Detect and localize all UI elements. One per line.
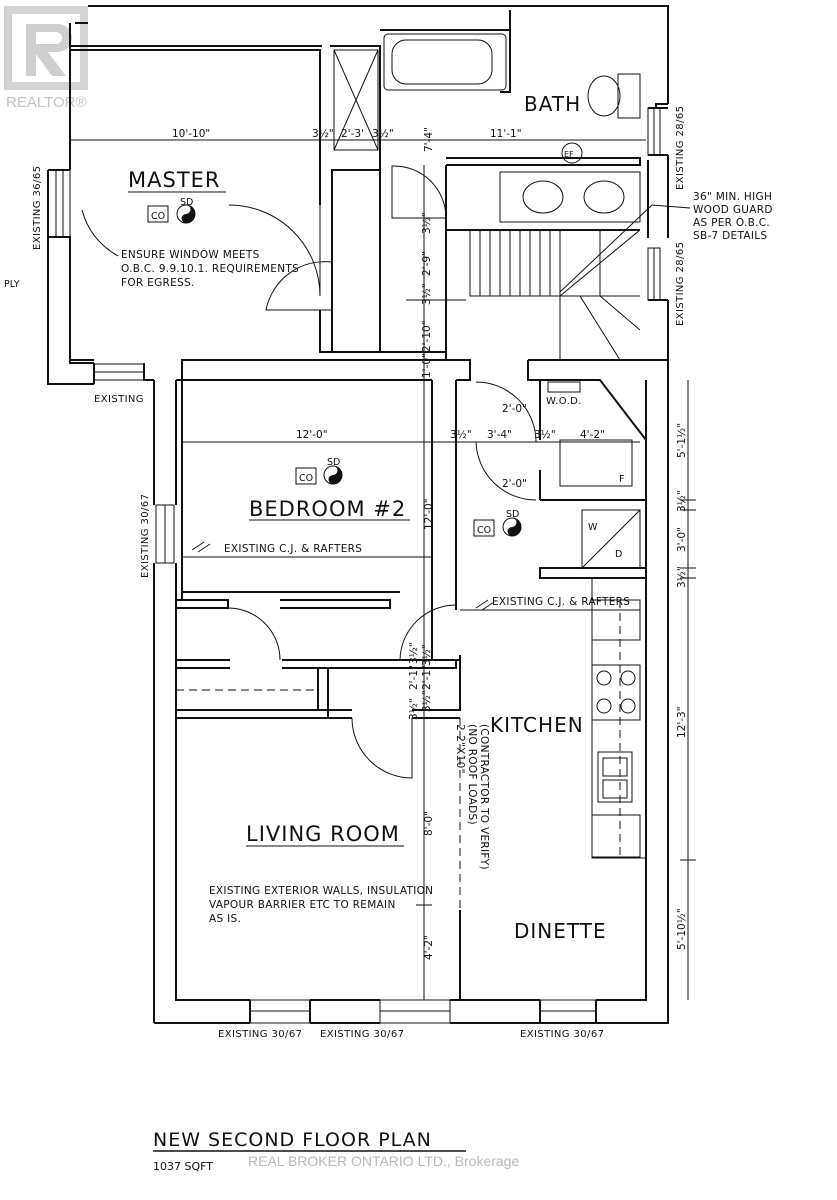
f-label: F — [619, 474, 624, 485]
svg-text:3½": 3½" — [534, 429, 556, 441]
dimensions: 10'-10" 3½" 2'-3' 3½" 7'-4" 11'-1" 3½" 2… — [172, 127, 688, 960]
svg-text:3½": 3½" — [421, 690, 433, 712]
egress-note: ENSURE WINDOW MEETS O.B.C. 9.9.10.1. REQ… — [121, 249, 299, 289]
svg-text:WOOD GUARD: WOOD GUARD — [693, 204, 773, 216]
svg-text:3½": 3½" — [676, 566, 688, 588]
svg-text:11'-1": 11'-1" — [490, 128, 522, 140]
svg-text:EXISTING EXTERIOR WALLS, INSUL: EXISTING EXTERIOR WALLS, INSULATION — [209, 885, 433, 897]
svg-text:(CONTRACTOR TO VERIFY): (CONTRACTOR TO VERIFY) — [478, 724, 490, 870]
sd-label: SD — [327, 457, 340, 468]
window-label-bottom-3: EXISTING 30/67 — [520, 1029, 604, 1040]
window-label-bottom-2: EXISTING 30/67 — [320, 1029, 404, 1040]
windows — [55, 107, 661, 1024]
sd-label: SD — [506, 509, 519, 520]
svg-text:12'-3": 12'-3" — [676, 706, 688, 738]
svg-text:3½": 3½" — [421, 644, 433, 666]
svg-text:2'-1": 2'-1" — [421, 665, 433, 690]
dimension-lines — [70, 139, 696, 1000]
svg-text:36" MIN. HIGH: 36" MIN. HIGH — [693, 191, 772, 203]
detector-master: CO SD — [147, 197, 196, 224]
leaders — [81, 204, 691, 293]
svg-text:3½": 3½" — [372, 128, 394, 140]
window-label-bottom-1: EXISTING 30/67 — [218, 1029, 302, 1040]
window-label-left-mid: EXISTING 30/67 — [140, 494, 151, 578]
detector-kitchen: CO SD — [473, 509, 522, 537]
framing-lines — [176, 541, 640, 910]
sd-label: SD — [180, 197, 193, 208]
svg-text:FOR EGRESS.: FOR EGRESS. — [121, 277, 195, 289]
plan-area: 1037 SQFT — [153, 1160, 213, 1173]
d-label: D — [615, 549, 622, 560]
room-label-bedroom2: BEDROOM #2 — [249, 497, 406, 521]
room-label-living: LIVING ROOM — [246, 822, 400, 846]
svg-text:3½": 3½" — [408, 698, 420, 720]
svg-text:(NO ROOF LOADS): (NO ROOF LOADS) — [466, 724, 478, 825]
svg-text:2'-1": 2'-1" — [408, 665, 420, 690]
plan-title: NEW SECOND FLOOR PLAN — [153, 1129, 432, 1151]
svg-text:3½": 3½" — [450, 429, 472, 441]
wod-label: W.O.D. — [546, 396, 582, 407]
co-label: CO — [151, 211, 165, 222]
svg-text:5'-10½": 5'-10½" — [676, 908, 688, 950]
svg-text:2-2"X10": 2-2"X10" — [454, 724, 466, 774]
window-label-existing: EXISTING — [94, 394, 144, 405]
svg-text:8'-0": 8'-0" — [423, 811, 435, 836]
svg-text:3½": 3½" — [676, 490, 688, 512]
room-label-bath: BATH — [524, 92, 581, 116]
svg-text:O.B.C. 9.9.10.1. REQUIREMENTS: O.B.C. 9.9.10.1. REQUIREMENTS — [121, 263, 299, 275]
svg-text:12'-0": 12'-0" — [423, 498, 435, 530]
svg-text:2'-0": 2'-0" — [502, 403, 527, 415]
svg-text:AS IS.: AS IS. — [209, 913, 241, 925]
svg-text:12'-0": 12'-0" — [296, 429, 328, 441]
logo-text: REALTOR® — [6, 94, 87, 111]
svg-text:2'-0": 2'-0" — [502, 478, 527, 490]
svg-text:3'-4": 3'-4" — [487, 429, 512, 441]
co-label: CO — [477, 525, 491, 536]
guard-note: 36" MIN. HIGH WOOD GUARD AS PER O.B.C. S… — [693, 191, 773, 242]
cj-left-note: EXISTING C.J. & RAFTERS — [224, 543, 362, 555]
svg-text:ENSURE WINDOW MEETS: ENSURE WINDOW MEETS — [121, 249, 260, 261]
svg-text:AS PER O.B.C.: AS PER O.B.C. — [693, 217, 770, 229]
beam-note: 2-2"X10" (NO ROOF LOADS) (CONTRACTOR TO … — [454, 724, 490, 870]
svg-text:4'-2": 4'-2" — [423, 935, 435, 960]
svg-text:3½": 3½" — [421, 212, 433, 234]
svg-text:10'-10": 10'-10" — [172, 128, 210, 140]
room-label-dinette: DINETTE — [514, 919, 607, 943]
window-label-right-mid: EXISTING 28/65 — [675, 242, 686, 326]
room-label-kitchen: KITCHEN — [490, 713, 584, 737]
svg-text:SB-7 DETAILS: SB-7 DETAILS — [693, 230, 767, 242]
svg-text:3½": 3½" — [408, 642, 420, 664]
svg-text:2'-10": 2'-10" — [421, 320, 433, 352]
ef-label: EF — [564, 150, 574, 159]
co-label: CO — [299, 473, 313, 484]
window-label-left-top: EXISTING 36/65 — [32, 166, 43, 250]
svg-text:4'-2": 4'-2" — [580, 429, 605, 441]
fixtures — [333, 33, 647, 859]
margin-text: PLY — [4, 279, 20, 290]
svg-text:3½": 3½" — [421, 283, 433, 305]
cj-right-note: EXISTING C.J. & RAFTERS — [492, 596, 630, 608]
room-label-master: MASTER — [128, 168, 221, 192]
svg-text:VAPOUR BARRIER ETC TO REMAIN: VAPOUR BARRIER ETC TO REMAIN — [209, 899, 396, 911]
svg-text:7'-4": 7'-4" — [423, 127, 435, 152]
w-label: W — [588, 522, 598, 533]
svg-text:5'-1½": 5'-1½" — [676, 423, 688, 458]
svg-text:2'-9": 2'-9" — [421, 251, 433, 276]
doors — [227, 165, 537, 779]
exterior-note: EXISTING EXTERIOR WALLS, INSULATION VAPO… — [209, 885, 433, 925]
realtor-logo: REALTOR® — [4, 6, 88, 111]
window-label-right-top: EXISTING 28/65 — [675, 106, 686, 190]
svg-text:3½": 3½" — [312, 128, 334, 140]
brokerage-watermark: REAL BROKER ONTARIO LTD., Brokerage — [248, 1153, 519, 1169]
svg-text:3'-0": 3'-0" — [676, 527, 688, 552]
svg-text:2'-3': 2'-3' — [341, 128, 364, 140]
detector-bedroom2: CO SD — [295, 457, 343, 485]
svg-text:1'-0": 1'-0" — [421, 353, 433, 378]
